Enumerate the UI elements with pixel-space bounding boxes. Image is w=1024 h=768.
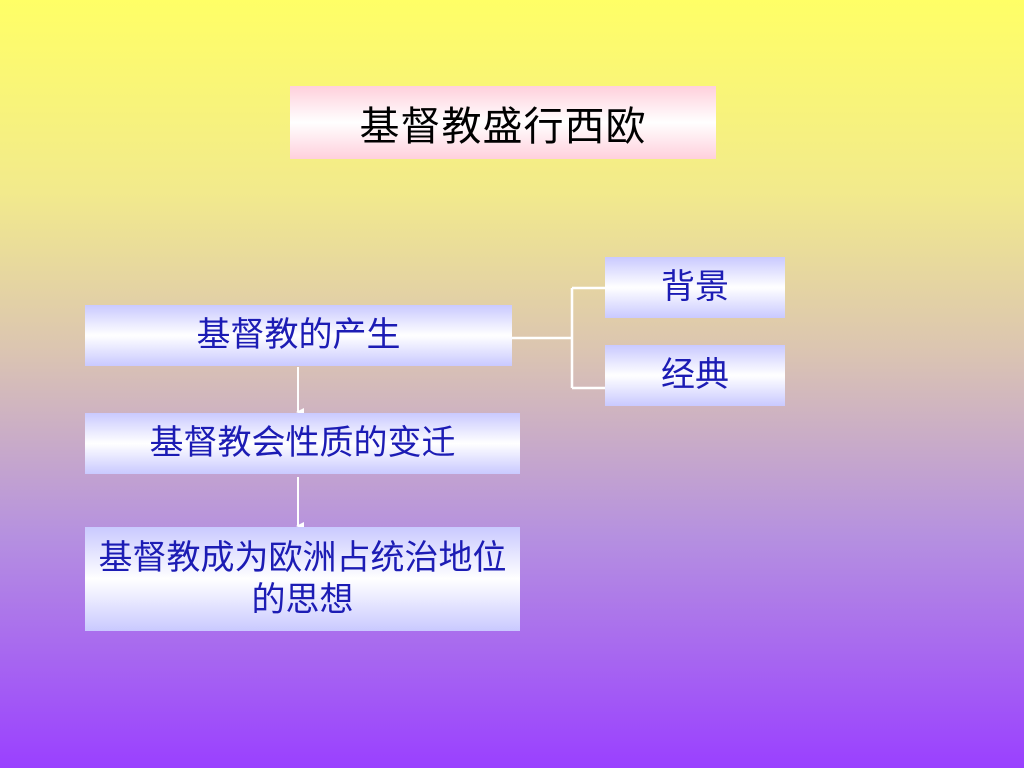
node-dominance: 基督教成为欧洲占统治地位的思想 [85,527,520,631]
node-change-label: 基督教会性质的变迁 [149,423,456,464]
node-change: 基督教会性质的变迁 [85,413,520,474]
node-background-label: 背景 [661,267,729,308]
slide-title-text: 基督教盛行西欧 [359,103,647,150]
node-origin-label: 基督教的产生 [196,315,401,356]
node-origin: 基督教的产生 [85,305,512,366]
slide-title: 基督教盛行西欧 [290,86,716,159]
node-background: 背景 [605,257,785,318]
node-classics: 经典 [605,345,785,406]
node-classics-label: 经典 [661,355,729,396]
node-dominance-label: 基督教成为欧洲占统治地位的思想 [98,537,507,621]
